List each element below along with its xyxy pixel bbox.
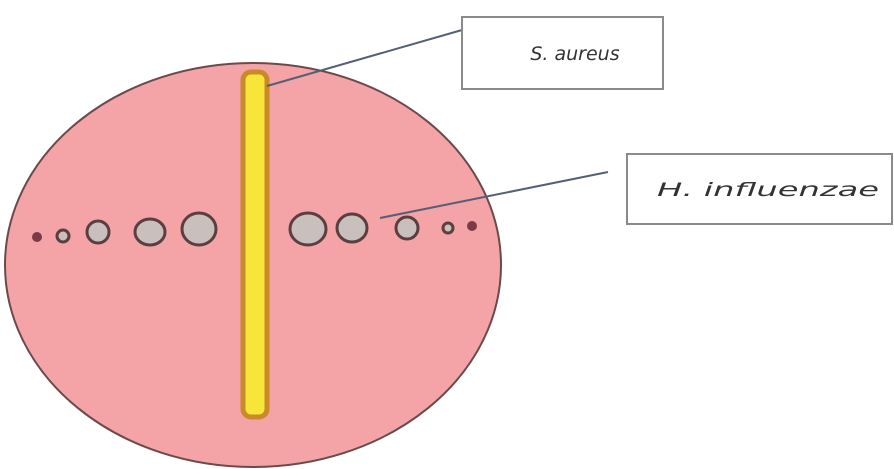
colony-tiny-right-2 bbox=[467, 221, 477, 231]
colony-small-right bbox=[396, 217, 418, 239]
colony-tiny-left-1 bbox=[32, 232, 42, 242]
colony-medium-right bbox=[337, 214, 367, 242]
s-aureus-label-text: S. aureus bbox=[530, 43, 619, 65]
h-influenzae-label-text: H. influenzae bbox=[657, 179, 879, 201]
colony-tiny-left-2 bbox=[57, 230, 69, 242]
s-aureus-label: S. aureus bbox=[462, 17, 663, 89]
colony-large-right bbox=[290, 213, 326, 245]
colony-large-left bbox=[182, 213, 216, 245]
colony-medium-left bbox=[135, 219, 165, 245]
s-aureus-leader-line bbox=[267, 30, 462, 86]
colony-tiny-right-1 bbox=[443, 223, 453, 233]
s-aureus-streak bbox=[243, 72, 267, 417]
colony-small-left bbox=[87, 221, 109, 243]
h-influenzae-label: H. influenzae bbox=[627, 154, 892, 224]
